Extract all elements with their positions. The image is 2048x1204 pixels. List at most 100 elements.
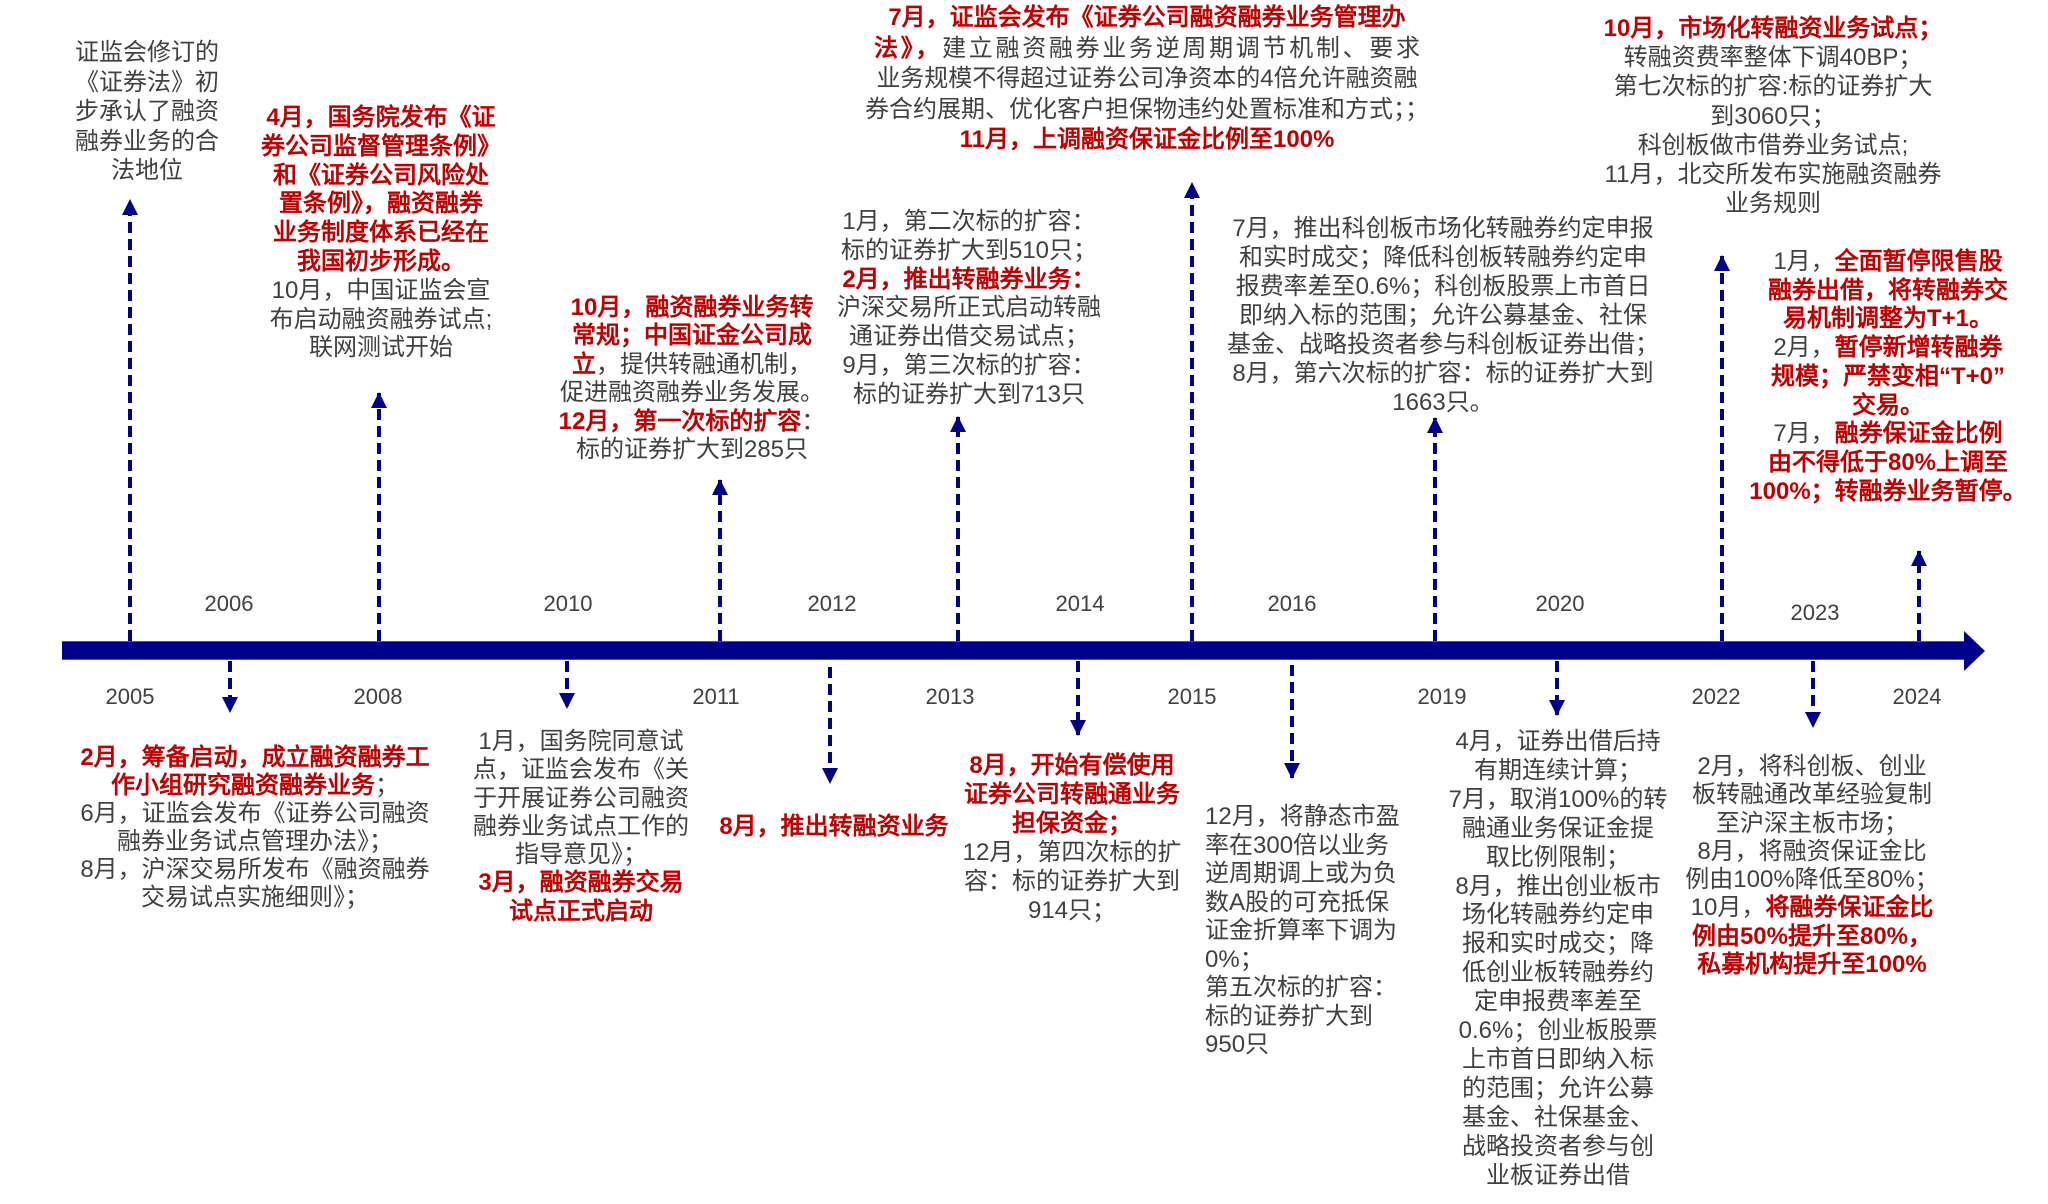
event-text-2024: 1月，全面暂停限售股融券出借，将转融券交易机制调整为T+1。2月，暂停新增转融券…	[1748, 248, 2028, 506]
highlighted-text: 例由50%提升至80%，	[1691, 922, 1933, 950]
arrow-down-icon	[1070, 720, 1086, 736]
event-text-line: 逆周期调上或为负	[1205, 860, 1397, 889]
event-text-line: 即纳入标的范围；允许公募基金、社保	[1239, 301, 1647, 330]
event-text-2010: 1月，国务院同意试点，证监会发布《关于开展证券公司融资融券业务试点工作的指导意见…	[461, 728, 701, 926]
body-text: 布启动融资融券试点;	[269, 305, 493, 333]
body-text: 板转融通改革经验复制	[1692, 781, 1932, 809]
arrow-up-icon	[712, 479, 728, 495]
event-text-line: 券合约展期、优化客户担保物违约处置标准和方式；；	[865, 95, 1429, 126]
event-text-line: 和《证券公司风险处	[273, 162, 489, 191]
highlighted-text: 8月，推出转融资业务	[719, 813, 949, 840]
connector-arrow-down-2016	[1284, 665, 1300, 779]
body-text: ：	[801, 407, 826, 435]
event-text-line: 标的证券扩大到	[1205, 1003, 1373, 1032]
year-label-2014: 2014	[1055, 591, 1105, 616]
connector-arrow-down-2006	[222, 661, 238, 713]
body-text: 标的证券扩大到510只；	[840, 236, 1098, 264]
highlighted-text: 券公司监督管理条例》	[261, 132, 501, 160]
event-text-line: 例由100%降低至80%；	[1685, 866, 1938, 894]
arrow-up-icon	[1911, 550, 1927, 566]
event-text-line: 第七次标的扩容:标的证券扩大	[1614, 72, 1933, 101]
event-text-2006: 2月，筹备启动，成立融资融券工作小组研究融资融券业务；6月，证监会发布《证券公司…	[70, 744, 440, 912]
event-text-2015: 7月，证监会发布《证券公司融资融券业务管理办法》，建立融资融券业务逆周期调节机制…	[865, 3, 1429, 156]
body-text: 1月，国务院同意试	[478, 728, 684, 755]
highlighted-text: 7月，证监会发布《证券公司融资融券业务管理办	[888, 4, 1406, 31]
body-text: 报和实时成交；降	[1462, 930, 1654, 958]
highlighted-text: 由不得低于80%上调至	[1767, 448, 2009, 476]
year-label-2005: 2005	[105, 684, 155, 709]
event-text-line: 融券业务试点工作的	[473, 813, 689, 841]
year-label-2020: 2020	[1535, 591, 1585, 616]
highlighted-text: 2月，筹备启动，成立融资融券工	[80, 744, 430, 771]
body-text: 《证券法》初	[75, 68, 219, 96]
event-text-line: 板转融通改革经验复制	[1692, 781, 1932, 809]
event-text-line: 100%；转融券业务暂停。	[1749, 478, 2026, 507]
event-text-line: 2月，筹备启动，成立融资融券工	[80, 744, 429, 772]
event-text-line: 率在300倍以业务	[1205, 832, 1389, 861]
event-text-line: 场化转融券约定申	[1462, 901, 1654, 930]
event-text-line: 7月，证监会发布《证券公司融资融券业务管理办	[888, 3, 1405, 34]
event-text-line: 914只；	[1028, 896, 1116, 925]
body-text: 1月，第二次标的扩容：	[842, 208, 1096, 235]
timeline-axis	[62, 641, 1966, 660]
event-text-line: 法》，建立融资融券业务逆周期调节机制、要求	[874, 34, 1420, 65]
year-label-2015: 2015	[1167, 684, 1217, 709]
event-text-2014: 8月，开始有偿使用证券公司转融通业务担保资金；12月，第四次标的扩容：标的证券扩…	[947, 751, 1197, 925]
event-text-line: 融通业务保证金提	[1462, 815, 1654, 844]
event-text-line: 至沪深主板市场；	[1716, 810, 1908, 838]
year-label-2024: 2024	[1892, 684, 1942, 709]
body-text: 7月，取消100%的转	[1448, 785, 1668, 813]
body-text: 10月，中国证监会宣	[271, 276, 491, 304]
year-label-2023: 2023	[1790, 600, 1840, 625]
body-text: 950只	[1205, 1031, 1270, 1058]
event-text-line: 0%；	[1205, 946, 1264, 975]
body-text: 0%；	[1205, 945, 1264, 973]
body-text: 融券业务试点管理办法》；	[117, 828, 393, 855]
event-text-line: 0.6%；创业板股票	[1459, 1017, 1658, 1046]
body-text: 第五次标的扩容：	[1205, 974, 1397, 1001]
event-text-line: 法地位	[111, 156, 183, 186]
event-text-line: 定申报费率差至	[1474, 988, 1642, 1017]
event-text-line: 步承认了融资	[75, 97, 219, 127]
body-text: 8月，沪深交易所发布《融资融券	[80, 856, 430, 883]
event-text-line: 2月，暂停新增转融券	[1773, 334, 2002, 363]
event-text-line: 4月，证券出借后持	[1455, 728, 1660, 757]
event-text-line: 11月，北交所发布实施融资融券	[1605, 160, 1942, 189]
arrow-up-icon	[122, 199, 138, 215]
event-text-line: 战略投资者参与创	[1462, 1133, 1654, 1162]
event-text-line: 《证券法》初	[75, 68, 219, 98]
event-text-line: 指导意见》；	[515, 841, 647, 869]
event-text-line: 1月，全面暂停限售股	[1773, 248, 2002, 277]
event-text-line: 第五次标的扩容：	[1205, 974, 1397, 1003]
event-text-line: 常规；中国证金公司成	[572, 322, 812, 350]
event-text-line: 8月，将融资保证金比	[1697, 838, 1926, 866]
event-text-line: 和实时成交；降低科创板转融券约定申	[1239, 243, 1647, 272]
connector-arrow-up-2013	[950, 416, 966, 641]
highlighted-text: 我国初步形成。	[297, 247, 465, 275]
highlighted-text: 融券出借，将转融券交	[1768, 276, 2008, 304]
highlighted-text: 11月，上调融资保证金比例至100%	[959, 126, 1335, 153]
body-text: 场化转融券约定申	[1462, 901, 1654, 929]
connector-arrow-down-2014	[1070, 661, 1086, 736]
arrow-up-icon	[1427, 417, 1443, 433]
highlighted-text: 私募机构提升至100%	[1697, 951, 1927, 979]
highlighted-text: 12月，第一次标的扩容	[558, 407, 802, 435]
event-text-line: 12月，第一次标的扩容：	[559, 408, 826, 436]
event-text-line: 融券出借，将转融券交	[1768, 277, 2008, 306]
highlighted-text: 置条例》，融资融券	[279, 190, 483, 218]
highlighted-text: 暂停新增转融券	[1834, 334, 2003, 362]
body-text: 8月，将融资保证金比	[1697, 837, 1927, 865]
body-text: 率在300倍以业务	[1205, 831, 1390, 859]
event-text-line: 融券业务的合	[75, 127, 219, 157]
event-text-line: 易机制调整为T+1。	[1783, 305, 1993, 334]
event-text-line: 7月，取消100%的转	[1449, 786, 1668, 815]
event-text-line: 6月，证监会发布《证券公司融资	[80, 800, 429, 828]
body-text: 标的证券扩大到713只	[852, 380, 1086, 408]
body-text: 1月，	[1773, 248, 1835, 275]
event-text-line: 标的证券扩大到510只；	[841, 237, 1097, 266]
body-text: 数A股的可充抵保	[1205, 888, 1390, 916]
connector-arrow-up-2008	[371, 392, 387, 641]
connector-arrow-down-2020	[1549, 661, 1565, 716]
event-text-line: 1月，第二次标的扩容：	[842, 208, 1095, 237]
body-text: 步承认了融资	[75, 98, 219, 125]
